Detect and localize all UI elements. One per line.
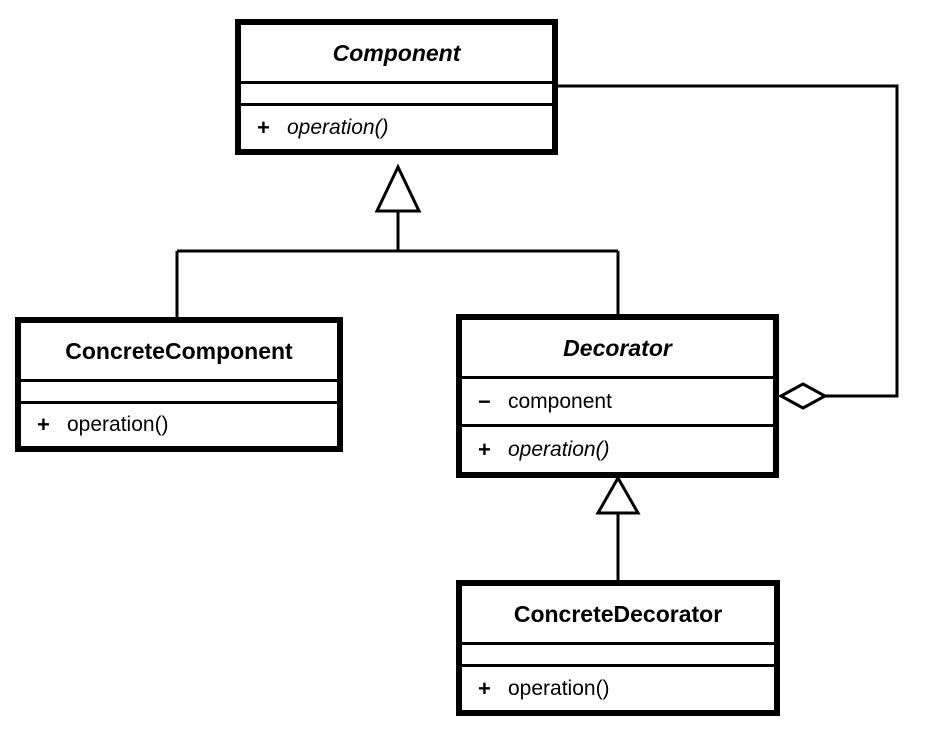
operation-label-concrete-decorator-operation: operation() — [508, 676, 610, 700]
class-name-component: Component — [332, 39, 461, 66]
operation-label-decorator-operation: operation() — [508, 437, 610, 461]
operations-compartment-concrete-component: + operation() — [21, 401, 337, 446]
hollow-diamond-icon — [777, 382, 829, 410]
hollow-triangle-icon-decorator — [595, 474, 641, 515]
attributes-compartment-decorator: − component — [462, 376, 773, 424]
attribute-label-decorator-component: component — [508, 389, 612, 413]
class-box-concrete-decorator[interactable]: ConcreteDecorator + operation() — [456, 580, 780, 716]
aggregation-route — [558, 84, 899, 398]
hollow-triangle-icon-component — [374, 163, 422, 213]
class-box-decorator[interactable]: Decorator − component + operation() — [456, 314, 779, 478]
operations-compartment-component: + operation() — [241, 103, 552, 149]
class-box-concrete-component[interactable]: ConcreteComponent + operation() — [15, 317, 343, 452]
visibility-marker-public: + — [478, 675, 491, 701]
visibility-marker-public: + — [478, 436, 491, 462]
attributes-compartment-component — [241, 81, 552, 103]
generalization-tree-to-component — [175, 163, 620, 317]
class-box-component[interactable]: Component + operation() — [235, 19, 558, 155]
operation-label-concrete-component-operation: operation() — [67, 413, 169, 436]
attributes-compartment-concrete-decorator — [462, 642, 774, 664]
generalization-concrete-decorator-to-decorator — [595, 474, 641, 580]
visibility-marker-private: − — [478, 388, 491, 414]
aggregation-decorator-to-component — [558, 84, 899, 410]
visibility-marker-public: + — [257, 114, 270, 140]
attributes-compartment-concrete-component — [21, 379, 337, 401]
operation-label-component-operation: operation() — [287, 115, 389, 139]
operations-compartment-decorator: + operation() — [462, 424, 773, 472]
class-name-decorator: Decorator — [563, 334, 672, 361]
operations-compartment-concrete-decorator: + operation() — [462, 664, 774, 710]
visibility-marker-public: + — [37, 412, 50, 437]
class-name-concrete-component: ConcreteComponent — [65, 337, 293, 364]
class-name-concrete-decorator: ConcreteDecorator — [513, 600, 723, 627]
